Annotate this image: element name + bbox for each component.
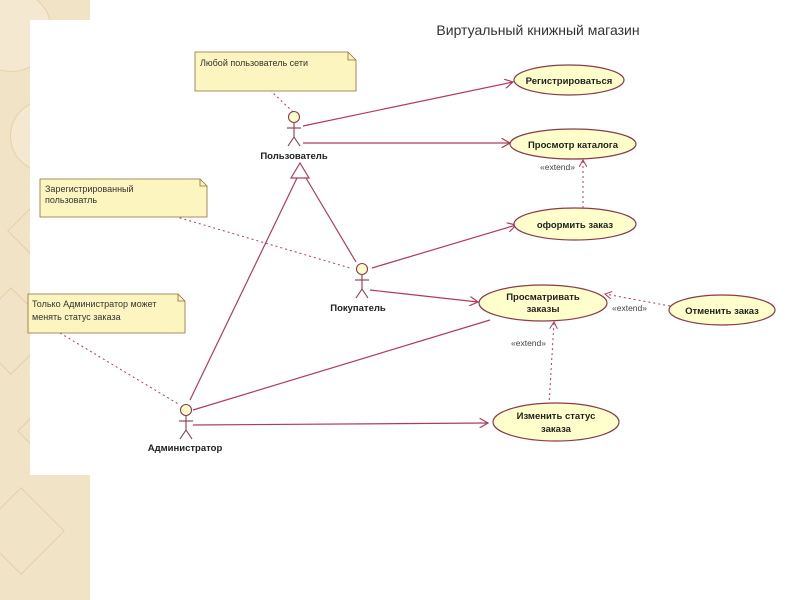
actor-buyer-label: Покупатель (330, 303, 386, 314)
note-link-any-user (269, 89, 294, 113)
actor-admin (179, 403, 193, 440)
usecase-place-order-label: оформить заказ (537, 220, 614, 231)
usecase-change-status-line1: Изменить статус (517, 411, 596, 422)
usecase-view-orders-line2: заказы (527, 304, 560, 315)
note-any-user-text: Любой пользователь сети (200, 58, 308, 68)
generalization-arrowhead (289, 161, 311, 179)
extend-cancel-view (605, 294, 671, 307)
diagram-title: Виртуальный книжный магазин (436, 22, 640, 38)
actor-buyer (355, 262, 369, 299)
usecase-view-catalog-label: Просмотр каталога (528, 140, 619, 151)
note-link-registered (169, 214, 351, 269)
assoc-admin-changestatus (192, 423, 488, 425)
generalizations (189, 161, 357, 401)
note-admin-only-line1: Только Администратор может (32, 299, 156, 309)
extend-label-catalog: «extend» (540, 162, 575, 172)
usecase-change-status-line2: заказа (541, 424, 572, 435)
usecase-register-label: Регистрироваться (526, 76, 613, 87)
actor-user-head (287, 110, 301, 124)
note-any-user: Любой пользователь сети (194, 51, 357, 92)
usecase-view-orders[interactable]: Просматривать заказы (478, 284, 608, 322)
assoc-admin-vieworders (192, 319, 491, 411)
generalization-admin-user (189, 177, 298, 401)
usecase-cancel-order-label: Отменить заказ (685, 306, 759, 317)
actor-user (287, 110, 301, 147)
note-connectors (59, 89, 351, 406)
note-registered-line2: пользоватль (45, 195, 97, 205)
extend-status-view (548, 322, 554, 406)
note-registered-line1: Зарегистрированный (45, 184, 134, 194)
actor-admin-label: Администратор (148, 443, 223, 454)
extend-relations (548, 160, 671, 406)
assoc-buyer-order (371, 225, 516, 269)
actor-user-label: Пользователь (260, 151, 328, 162)
extend-label-status: «extend» (511, 338, 546, 348)
actor-admin-head (179, 403, 193, 417)
usecase-register[interactable]: Регистрироваться (513, 64, 625, 96)
usecase-place-order[interactable]: оформить заказ (513, 207, 637, 241)
extend-label-cancel: «extend» (612, 303, 647, 313)
assoc-user-register (302, 82, 513, 127)
note-admin-only: Только Администратор может менять статус… (27, 293, 186, 334)
usecase-cancel-order[interactable]: Отменить заказ (668, 294, 776, 326)
diagram-canvas (30, 20, 730, 475)
note-admin-only-line2: менять статус заказа (32, 312, 121, 322)
note-link-admin-only (59, 332, 181, 406)
usecase-view-orders-line1: Просматривать (506, 292, 580, 303)
associations (192, 82, 516, 425)
usecase-view-catalog[interactable]: Просмотр каталога (509, 128, 637, 160)
generalization-buyer-user (305, 177, 357, 263)
usecase-change-status[interactable]: Изменить статус заказа (492, 402, 620, 442)
note-registered: Зарегистрированный пользоватль (39, 178, 208, 218)
assoc-buyer-vieworders (369, 289, 478, 302)
actor-buyer-head (355, 262, 369, 276)
